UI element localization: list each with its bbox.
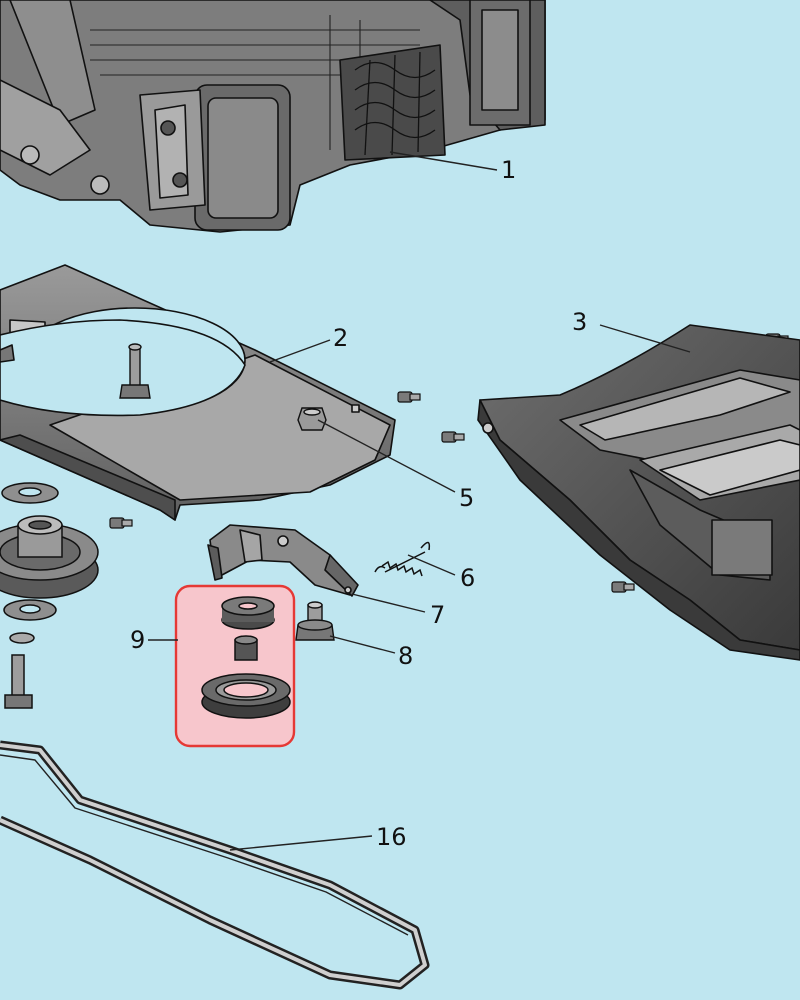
callout-numbers: 1 2 3 5 6 7 8 9 16 [130,156,587,851]
belt-part-16 [0,740,430,990]
nut-part-5 [297,407,327,431]
spring-part-6 [374,541,431,577]
callout-5: 5 [459,484,474,512]
callout-2: 2 [333,324,348,352]
bolt-top-left [119,343,151,399]
idler-pulley-kit-part-9 [174,584,296,748]
callout-6: 6 [460,564,475,592]
leader-lines [148,151,691,851]
callout-8: 8 [398,642,413,670]
callout-16: 16 [376,823,407,851]
idler-bracket-part-7 [207,524,359,597]
callout-1: 1 [501,156,516,184]
shoulder-bolt-part-8 [295,601,335,641]
callout-3: 3 [572,308,587,336]
left-pulley-stack [0,482,99,709]
callout-7: 7 [430,601,445,629]
engine [0,0,546,233]
belt-cover-plate [0,264,396,521]
deck-housing [477,324,800,661]
callout-9: 9 [130,626,145,654]
